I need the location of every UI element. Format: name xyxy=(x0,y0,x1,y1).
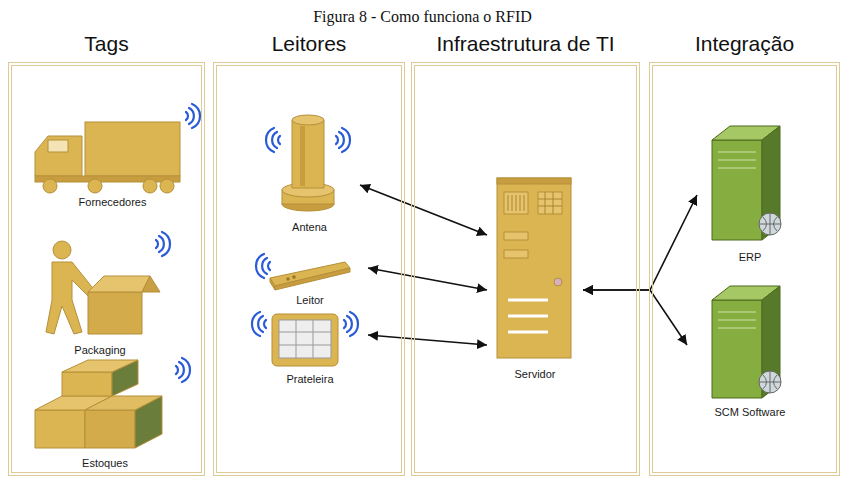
panel-heading: Leitores xyxy=(217,32,401,56)
item-node: Antena xyxy=(262,100,357,235)
reader-icon xyxy=(270,262,350,290)
connector-arrow xyxy=(583,290,687,345)
item-label: Leitor xyxy=(294,294,326,307)
item-node: SCM Software xyxy=(690,280,810,420)
connector-arrow xyxy=(583,195,697,290)
connector-arrow xyxy=(360,185,487,235)
panel-heading: Tags xyxy=(12,32,201,56)
item-node: Fornecedores xyxy=(25,90,200,210)
item-node: Packaging xyxy=(30,228,170,358)
server-icon xyxy=(497,178,571,358)
item-node: Prateleira xyxy=(255,312,365,387)
connector-arrow xyxy=(368,268,487,290)
antenna-icon xyxy=(282,115,334,211)
panel-band: IntegraçãoERPSCM Software xyxy=(649,62,840,476)
panel-band: TagsFornecedoresPackagingEstoques xyxy=(8,62,205,476)
item-label: Prateleira xyxy=(284,373,335,386)
item-node: Servidor xyxy=(490,170,580,382)
item-label: Servidor xyxy=(513,368,558,381)
stock-icon xyxy=(35,360,162,448)
item-node: Leitor xyxy=(255,248,365,308)
scm-server-icon xyxy=(712,286,781,398)
item-label: ERP xyxy=(737,251,764,264)
packaging-icon xyxy=(46,241,160,334)
erp-server-icon xyxy=(712,126,781,240)
item-label: Packaging xyxy=(72,344,127,357)
item-label: SCM Software xyxy=(713,406,788,419)
panel-heading: Infraestrutura de TI xyxy=(415,32,636,56)
item-node: Estoques xyxy=(25,365,185,471)
shelf-tablet-icon xyxy=(272,314,338,366)
panel-heading: Integração xyxy=(653,32,836,56)
item-label: Antena xyxy=(290,221,329,234)
panel-band: LeitoresAntenaLeitorPrateleira xyxy=(213,62,405,476)
connector-arrow xyxy=(368,335,487,345)
item-label: Fornecedores xyxy=(77,196,149,209)
truck-icon xyxy=(35,122,180,193)
item-node: ERP xyxy=(700,120,800,265)
panel-band: Infraestrutura de TIServidor xyxy=(411,62,640,476)
item-label: Estoques xyxy=(80,457,130,470)
figure-title: Figura 8 - Como funciona o RFID xyxy=(0,8,845,26)
